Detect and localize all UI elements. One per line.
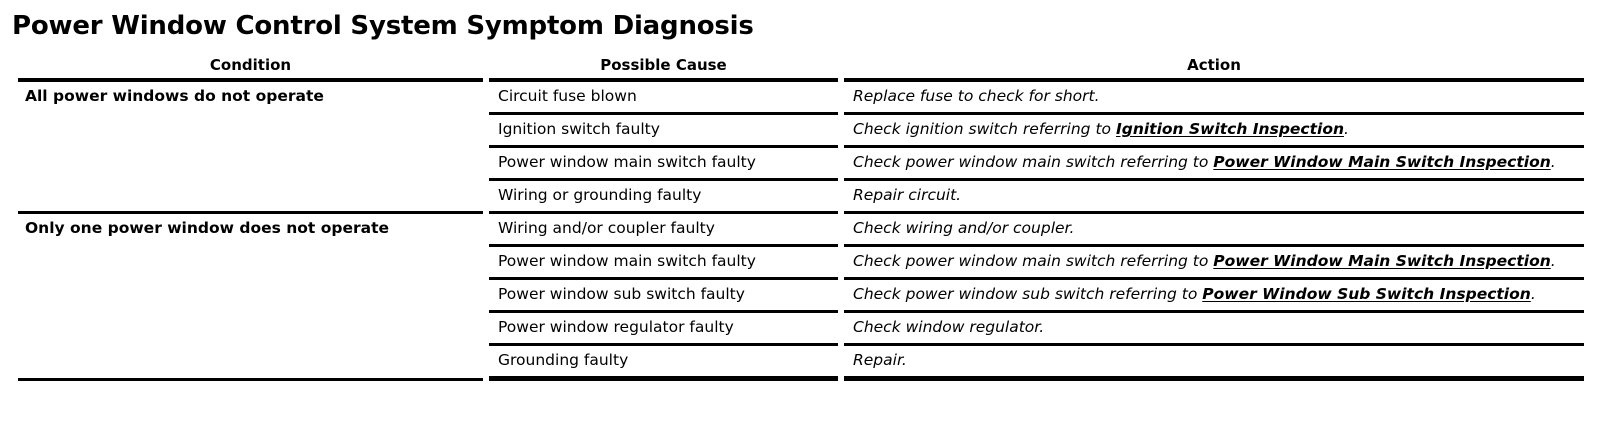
condition-cell: Only one power window does not operate	[18, 214, 483, 381]
column-gutter	[483, 52, 489, 82]
possible-cause-cell: Wiring and/or coupler faulty	[489, 214, 838, 247]
reference-link[interactable]: Ignition Switch Inspection	[1115, 120, 1345, 138]
column-gutter	[483, 214, 489, 381]
action-cell: Replace fuse to check for short.	[844, 82, 1584, 115]
header-row: Condition Possible Cause Action	[18, 52, 1584, 82]
action-text: Check power window main switch referring…	[853, 252, 1556, 270]
column-gutter	[838, 82, 844, 115]
action-text: Check power window sub switch referring …	[853, 285, 1536, 303]
column-gutter	[838, 346, 844, 381]
column-header-condition: Condition	[18, 52, 483, 82]
possible-cause-cell: Power window main switch faulty	[489, 148, 838, 181]
action-cell: Check window regulator.	[844, 313, 1584, 346]
reference-link[interactable]: Power Window Sub Switch Inspection	[1202, 285, 1531, 303]
column-gutter	[838, 247, 844, 280]
column-gutter	[838, 148, 844, 181]
action-cell: Check wiring and/or coupler.	[844, 214, 1584, 247]
action-cell: Check power window sub switch referring …	[844, 280, 1584, 313]
table-row: Power window regulator faulty Check windo…	[18, 313, 1584, 346]
action-cell: Check power window main switch referring…	[844, 247, 1584, 280]
action-text: Check window regulator.	[853, 318, 1045, 336]
column-header-possible-cause: Possible Cause	[489, 52, 838, 82]
possible-cause-cell: Circuit fuse blown	[489, 82, 838, 115]
column-gutter	[838, 181, 844, 214]
symptom-diagnosis-table: Condition Possible Cause Action All powe…	[18, 52, 1584, 381]
action-text: Check wiring and/or coupler.	[853, 219, 1075, 237]
reference-link[interactable]: Power Window Main Switch Inspection	[1213, 252, 1551, 270]
action-text: Replace fuse to check for short.	[853, 87, 1100, 105]
action-text: Check ignition switch referring to Ignit…	[853, 120, 1349, 138]
action-cell: Repair.	[844, 346, 1584, 381]
table-row: Grounding faulty Repair.	[18, 346, 1584, 381]
possible-cause-cell: Power window main switch faulty	[489, 247, 838, 280]
column-gutter	[838, 115, 844, 148]
reference-link[interactable]: Power Window Main Switch Inspection	[1213, 153, 1551, 171]
table-row: Power window main switch faulty Check pow…	[18, 247, 1584, 280]
possible-cause-cell: Wiring or grounding faulty	[489, 181, 838, 214]
action-cell: Repair circuit.	[844, 181, 1584, 214]
column-gutter	[838, 52, 844, 82]
column-gutter	[838, 214, 844, 247]
possible-cause-cell: Power window regulator faulty	[489, 313, 838, 346]
action-cell: Check power window main switch referring…	[844, 148, 1584, 181]
action-text: Check power window main switch referring…	[853, 153, 1556, 171]
action-text: Repair circuit.	[853, 186, 962, 204]
possible-cause-cell: Power window sub switch faulty	[489, 280, 838, 313]
possible-cause-cell: Grounding faulty	[489, 346, 838, 381]
column-gutter	[483, 82, 489, 214]
table-header: Condition Possible Cause Action	[18, 52, 1584, 82]
possible-cause-cell: Ignition switch faulty	[489, 115, 838, 148]
column-gutter	[838, 280, 844, 313]
table-row: Power window sub switch faulty Check powe…	[18, 280, 1584, 313]
table-row: Ignition switch faulty Check ignition swi…	[18, 115, 1584, 148]
condition-cell: All power windows do not operate	[18, 82, 483, 214]
action-cell: Check ignition switch referring to Ignit…	[844, 115, 1584, 148]
table-row: Wiring or grounding faulty Repair circuit…	[18, 181, 1584, 214]
page-title: Power Window Control System Symptom Diag…	[12, 11, 754, 41]
table-row: Power window main switch faulty Check pow…	[18, 148, 1584, 181]
action-text: Repair.	[853, 351, 907, 369]
column-gutter	[838, 313, 844, 346]
column-header-action: Action	[844, 52, 1584, 82]
